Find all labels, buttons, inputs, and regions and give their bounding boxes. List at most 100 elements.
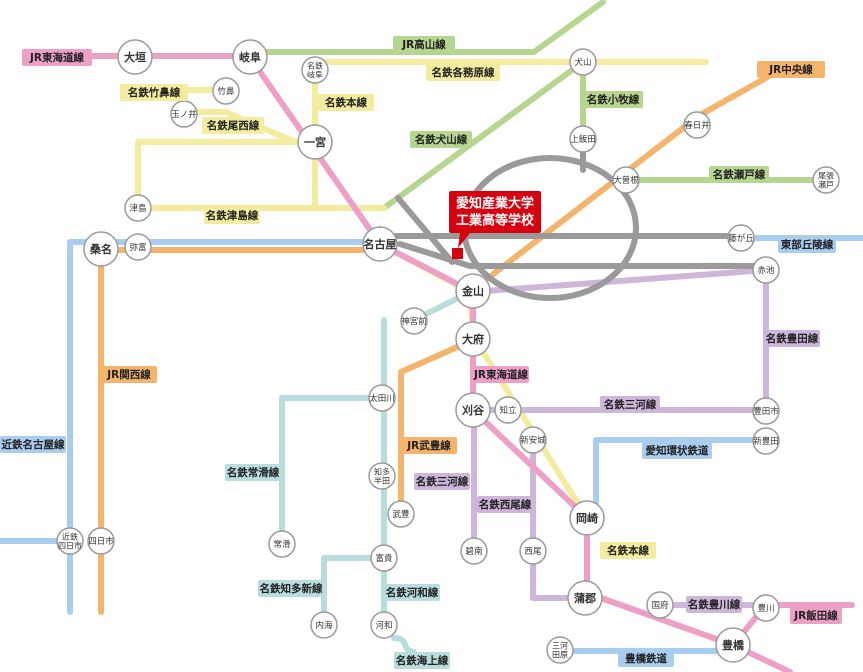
meitetsu-mikawa-line	[471, 407, 769, 553]
station-utsumi-marker	[310, 611, 338, 639]
line-label-meitetsu-chita-shin: 名鉄知多新線	[258, 580, 324, 597]
station-kamiiida-label: 上飯田	[570, 134, 596, 145]
station-chiryu-label: 知立	[499, 405, 517, 416]
line-label-toyohashi-tetsudo-box	[618, 650, 674, 667]
line-label-meitetsu-kakamigahara: 名鉄各務原線	[426, 64, 500, 81]
line-label-meitetsu-seto-box	[709, 166, 769, 183]
line-label-jr-iida-text: JR飯田線	[793, 609, 838, 622]
line-label-tobu-kyuryo-box	[778, 236, 836, 253]
station-kintetsu-yokkaichi-label: 近鉄	[62, 531, 78, 541]
station-toyohashi-label: 豊橋	[722, 638, 745, 652]
station-owari-seto-marker	[812, 166, 840, 194]
station-kuwana-label: 桑名	[89, 242, 112, 256]
school-label-pointer	[458, 233, 470, 248]
station-tsushima: 津島	[124, 194, 152, 222]
station-obu: 大府	[455, 321, 491, 357]
line-label-meitetsu-tokoname-text: 名鉄常滑線	[227, 466, 280, 479]
station-nagoya-marker	[362, 226, 398, 262]
station-shin-toyota: 新豊田	[752, 427, 780, 455]
station-chiryu: 知立	[494, 396, 522, 424]
line-label-jr-taketoyo-text: JR武豊線	[406, 439, 451, 452]
school-marker: 愛知産業大学 工業高等学校	[449, 191, 541, 259]
station-akaike-marker	[752, 256, 780, 284]
station-ogaki-marker	[117, 39, 153, 75]
line-label-meitetsu-kowa: 名鉄河和線	[384, 584, 440, 601]
aichi-kanjo-line	[593, 437, 769, 520]
line-label-meitetsu-toyota-box	[764, 330, 820, 347]
station-tsushima-marker	[124, 194, 152, 222]
station-chita-handa-label: 知多	[374, 466, 390, 476]
station-takehana-marker	[212, 77, 240, 105]
station-tokoname-label: 常滑	[273, 539, 291, 550]
station-taketoyo-marker	[387, 500, 415, 528]
line-label-tobu-kyuryo: 東部丘陵線	[778, 236, 836, 253]
line-label-meitetsu-bisai-box	[202, 117, 264, 134]
station-hekinan-label: 碧南	[465, 546, 482, 557]
station-toyotashi: 豊田市	[752, 397, 780, 425]
line-label-meitetsu-honsen-south-text: 名鉄本線	[607, 544, 649, 557]
line-label-meitetsu-inuyama-text: 名鉄犬山線	[415, 133, 468, 146]
school-location-icon	[452, 248, 463, 259]
station-kariya-label: 刈谷	[462, 403, 485, 417]
station-okazaki-label: 岡崎	[576, 511, 598, 525]
station-toyohashi: 豊橋	[715, 627, 751, 663]
line-label-meitetsu-toyokawa: 名鉄豊川線	[686, 596, 742, 613]
line-label-meitetsu-kaijo-text: 名鉄海上線	[396, 654, 449, 667]
meitetsu-tokoname-line	[279, 395, 385, 546]
station-obu-label: 大府	[462, 332, 484, 346]
line-label-jr-tokaido-east: JR東海道線	[473, 366, 529, 383]
meitetsu-nishio-line	[530, 437, 586, 601]
line-label-aichi-kanjo-text: 愛知環状鉄道	[646, 444, 709, 457]
station-shin-toyota-marker	[752, 427, 780, 455]
line-label-meitetsu-honsen-north-text: 名鉄本線	[325, 96, 367, 109]
school-name-line2: 工業高等学校	[456, 213, 535, 229]
line-label-meitetsu-bisai: 名鉄尾西線	[202, 117, 264, 134]
line-label-jr-kansai-text: JR関西線	[106, 368, 151, 381]
station-toyohashi-marker	[715, 627, 751, 663]
line-label-meitetsu-tsushima-box	[204, 207, 260, 224]
station-gamagori-marker	[567, 580, 603, 616]
station-toyokawa-label: 豊川	[757, 603, 774, 614]
station-okazaki-marker	[569, 500, 605, 536]
station-yokkaichi: 四日市	[87, 527, 115, 555]
line-label-jr-chuo-box	[757, 61, 825, 78]
station-toyokawa-marker	[752, 594, 780, 622]
line-label-meitetsu-honsen-north: 名鉄本線	[318, 94, 374, 111]
station-shin-anjo: 新安城	[519, 426, 547, 454]
line-label-aichi-kanjo: 愛知環状鉄道	[642, 442, 712, 459]
station-kasugai-label: 春日井	[684, 120, 710, 131]
station-kintetsu-yokkaichi-label: 四日市	[58, 540, 82, 550]
station-toyotashi-marker	[752, 397, 780, 425]
line-label-jr-chuo: JR中央線	[757, 61, 825, 78]
station-hekinan: 碧南	[460, 537, 488, 565]
line-label-kintetsu-nagoya-text: 近鉄名古屋線	[2, 438, 65, 451]
station-shin-anjo-label: 新安城	[520, 435, 546, 446]
station-shin-anjo-marker	[519, 426, 547, 454]
station-meitetsu-gifu-marker	[301, 56, 329, 84]
station-kamiiida: 上飯田	[569, 125, 597, 153]
line-label-jr-kansai-box	[101, 366, 157, 383]
line-label-meitetsu-kakamigahara-text: 名鉄各務原線	[432, 66, 495, 79]
station-nishio: 西尾	[519, 537, 547, 565]
station-tokoname-marker	[268, 530, 296, 558]
line-label-meitetsu-toyota-text: 名鉄豊田線	[766, 332, 819, 345]
station-chiryu-marker	[494, 396, 522, 424]
station-gifu-marker	[232, 39, 268, 75]
line-label-meitetsu-mikawa-south-box	[414, 473, 470, 490]
line-label-meitetsu-mikawa-south-text: 名鉄三河線	[416, 475, 469, 488]
station-kou-marker	[646, 591, 674, 619]
line-label-toyohashi-tetsudo-text: 豊橋鉄道	[625, 652, 667, 665]
line-label-toyohashi-tetsudo: 豊橋鉄道	[618, 650, 674, 667]
line-label-meitetsu-komaki-box	[583, 91, 643, 108]
school-name-line1: 愛知産業大学	[456, 196, 534, 212]
line-label-jr-tokaido-west-box	[22, 49, 92, 66]
line-label-kintetsu-nagoya-box	[0, 436, 66, 453]
station-taketoyo-label: 武豊	[392, 509, 410, 520]
line-label-tobu-kyuryo-text: 東部丘陵線	[781, 238, 834, 251]
station-owari-seto-label: 尾張	[818, 171, 834, 180]
line-label-meitetsu-nishio: 名鉄西尾線	[477, 496, 533, 513]
